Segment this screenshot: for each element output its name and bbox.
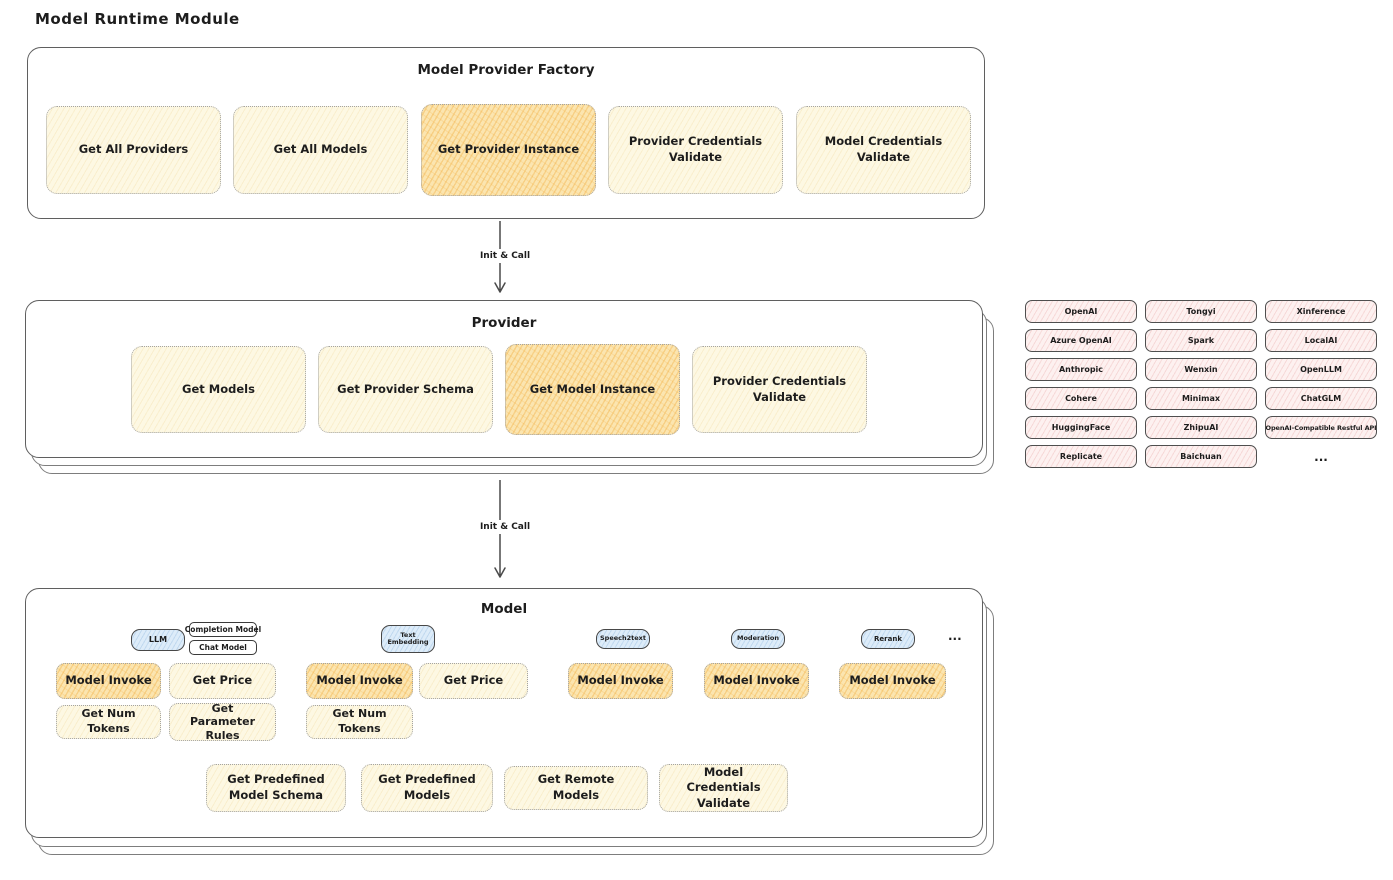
node-model-credentials-validate-2: Model Credentials Validate xyxy=(659,764,788,812)
provider-chip-cohere: Cohere xyxy=(1025,387,1137,410)
model-title: Model xyxy=(480,601,528,617)
node-embedding-model-invoke: Model Invoke xyxy=(306,663,413,699)
provider-chip-tongyi: Tongyi xyxy=(1145,300,1257,323)
provider-chip-localai: LocalAI xyxy=(1265,329,1377,352)
node-moderation-model-invoke: Model Invoke xyxy=(704,663,809,699)
type-tag-completion-model: Completion Model xyxy=(185,622,261,637)
node-get-model-instance: Get Model Instance xyxy=(505,344,680,435)
node-get-provider-instance: Get Provider Instance xyxy=(421,104,596,196)
node-provider-credentials-validate-2: Provider Credentials Validate xyxy=(692,346,867,433)
factory-box: Model Provider Factory Get All Providers… xyxy=(27,47,985,219)
node-get-all-models: Get All Models xyxy=(233,106,408,194)
type-pill-rerank: Rerank xyxy=(861,629,915,649)
provider-chip-more-ellipsis: ... xyxy=(1314,449,1328,464)
provider-chip-xinference: Xinference xyxy=(1265,300,1377,323)
type-tag-chat-model: Chat Model xyxy=(189,640,257,655)
node-get-remote-models: Get Remote Models xyxy=(504,766,648,810)
provider-chip-replicate: Replicate xyxy=(1025,445,1137,468)
node-rerank-model-invoke: Model Invoke xyxy=(839,663,946,699)
factory-title: Model Provider Factory xyxy=(417,62,595,78)
provider-chip-minimax: Minimax xyxy=(1145,387,1257,410)
arrow-label-init-call-1: Init & Call xyxy=(462,249,548,263)
node-get-provider-schema: Get Provider Schema xyxy=(318,346,493,433)
node-model-credentials-validate: Model Credentials Validate xyxy=(796,106,971,194)
provider-chip-spark: Spark xyxy=(1145,329,1257,352)
node-llm-get-parameter-rules: Get Parameter Rules xyxy=(169,702,276,742)
node-get-predefined-model-schema: Get Predefined Model Schema xyxy=(206,764,346,812)
model-box: Model LLM Completion Model Chat Model Te… xyxy=(25,588,983,838)
type-pill-text-embedding: Text Embedding xyxy=(381,625,435,653)
type-pill-moderation: Moderation xyxy=(731,629,785,649)
node-get-models: Get Models xyxy=(131,346,306,433)
type-pill-speech2text: Speech2text xyxy=(596,629,650,649)
provider-chip-huggingface: HuggingFace xyxy=(1025,416,1137,439)
provider-chip-azure-openai: Azure OpenAI xyxy=(1025,329,1137,352)
provider-chip-zhipuai: ZhipuAI xyxy=(1145,416,1257,439)
node-get-predefined-models: Get Predefined Models xyxy=(361,764,493,812)
provider-grid: OpenAI Tongyi Xinference Azure OpenAI Sp… xyxy=(1025,300,1377,468)
node-embedding-get-price: Get Price xyxy=(419,663,528,699)
provider-chip-wenxin: Wenxin xyxy=(1145,358,1257,381)
provider-chip-openai-compatible-restful-api: OpenAI-Compatible Restful API xyxy=(1265,416,1377,439)
provider-chip-chatglm: ChatGLM xyxy=(1265,387,1377,410)
node-speech2text-model-invoke: Model Invoke xyxy=(568,663,673,699)
type-pill-llm: LLM xyxy=(131,629,185,651)
node-embedding-get-num-tokens: Get Num Tokens xyxy=(306,705,413,739)
node-llm-model-invoke: Model Invoke xyxy=(56,663,161,699)
provider-title: Provider xyxy=(471,315,537,331)
node-get-all-providers: Get All Providers xyxy=(46,106,221,194)
node-llm-get-num-tokens: Get Num Tokens xyxy=(56,705,161,739)
provider-chip-openllm: OpenLLM xyxy=(1265,358,1377,381)
provider-chip-baichuan: Baichuan xyxy=(1145,445,1257,468)
provider-chip-anthropic: Anthropic xyxy=(1025,358,1137,381)
diagram-title: Model Runtime Module xyxy=(35,10,240,28)
arrow-label-init-call-2: Init & Call xyxy=(462,520,548,534)
node-provider-credentials-validate: Provider Credentials Validate xyxy=(608,106,783,194)
node-llm-get-price: Get Price xyxy=(169,663,276,699)
provider-box: Provider Get Models Get Provider Schema … xyxy=(25,300,983,458)
provider-chip-openai: OpenAI xyxy=(1025,300,1137,323)
type-more-ellipsis: ... xyxy=(948,629,962,643)
